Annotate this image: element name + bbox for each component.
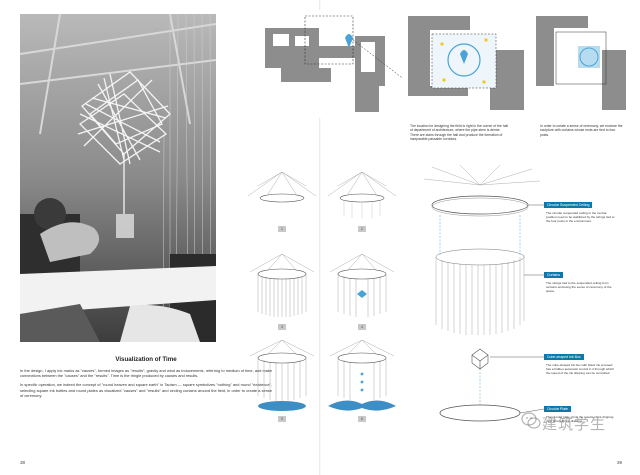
watermark-text: 建筑学生: [542, 415, 607, 433]
step-diagram: 3: [238, 253, 326, 330]
step-diagram: 2: [318, 171, 406, 236]
step-label: 6: [358, 416, 366, 422]
step-label: 2: [358, 226, 366, 232]
step-diagram: 1: [238, 171, 326, 236]
callout-label: Circular Plate: [544, 406, 572, 412]
installation-photo: [20, 14, 216, 342]
callout-text: The cube-shaped ink box with black ink s…: [546, 363, 614, 375]
page-number-right: 39: [616, 460, 622, 465]
essay-block: Visualization of Time In the design, I a…: [20, 350, 272, 402]
floor-plan-overall: [245, 10, 415, 118]
callout-label: Circular Suspended Ceiling: [544, 202, 593, 208]
step-diagram: 5: [238, 339, 326, 424]
step-label: 4: [358, 324, 366, 330]
callout-label: Cube-shaped Ink Box: [544, 354, 584, 360]
essay-paragraph: In specific operation, we indeed the con…: [20, 382, 272, 398]
step-diagram: 6: [318, 339, 406, 424]
step-label: 5: [278, 416, 286, 422]
floor-plan-curtain: [532, 10, 630, 118]
essay-paragraph: In the design, I apply ink marks as "cau…: [20, 368, 272, 379]
exploded-axonometric: Circular Suspended Ceiling The circular …: [420, 164, 635, 435]
page-number-left: 38: [20, 460, 26, 465]
step-diagram: 4: [318, 253, 406, 330]
step-label: 3: [278, 324, 286, 330]
step-label: 1: [278, 226, 286, 232]
wechat-watermark: 建筑学生: [520, 410, 615, 434]
callout-label: Curtains: [544, 272, 564, 278]
callout-text: The circular suspended ceiling in the ce…: [546, 211, 615, 223]
callout-text: The strings tied to the suspended ceilin…: [546, 281, 612, 293]
wechat-icon: [521, 412, 541, 429]
book-gutter: [319, 0, 321, 475]
floor-plan-detail: [402, 10, 532, 118]
plan-caption: The location for designing the field is …: [410, 124, 509, 141]
plan-caption: In order to create a sense of ceremony, …: [540, 124, 623, 137]
callout-text: The circular plate prints the results of…: [546, 415, 614, 423]
essay-title: Visualization of Time: [115, 356, 177, 363]
